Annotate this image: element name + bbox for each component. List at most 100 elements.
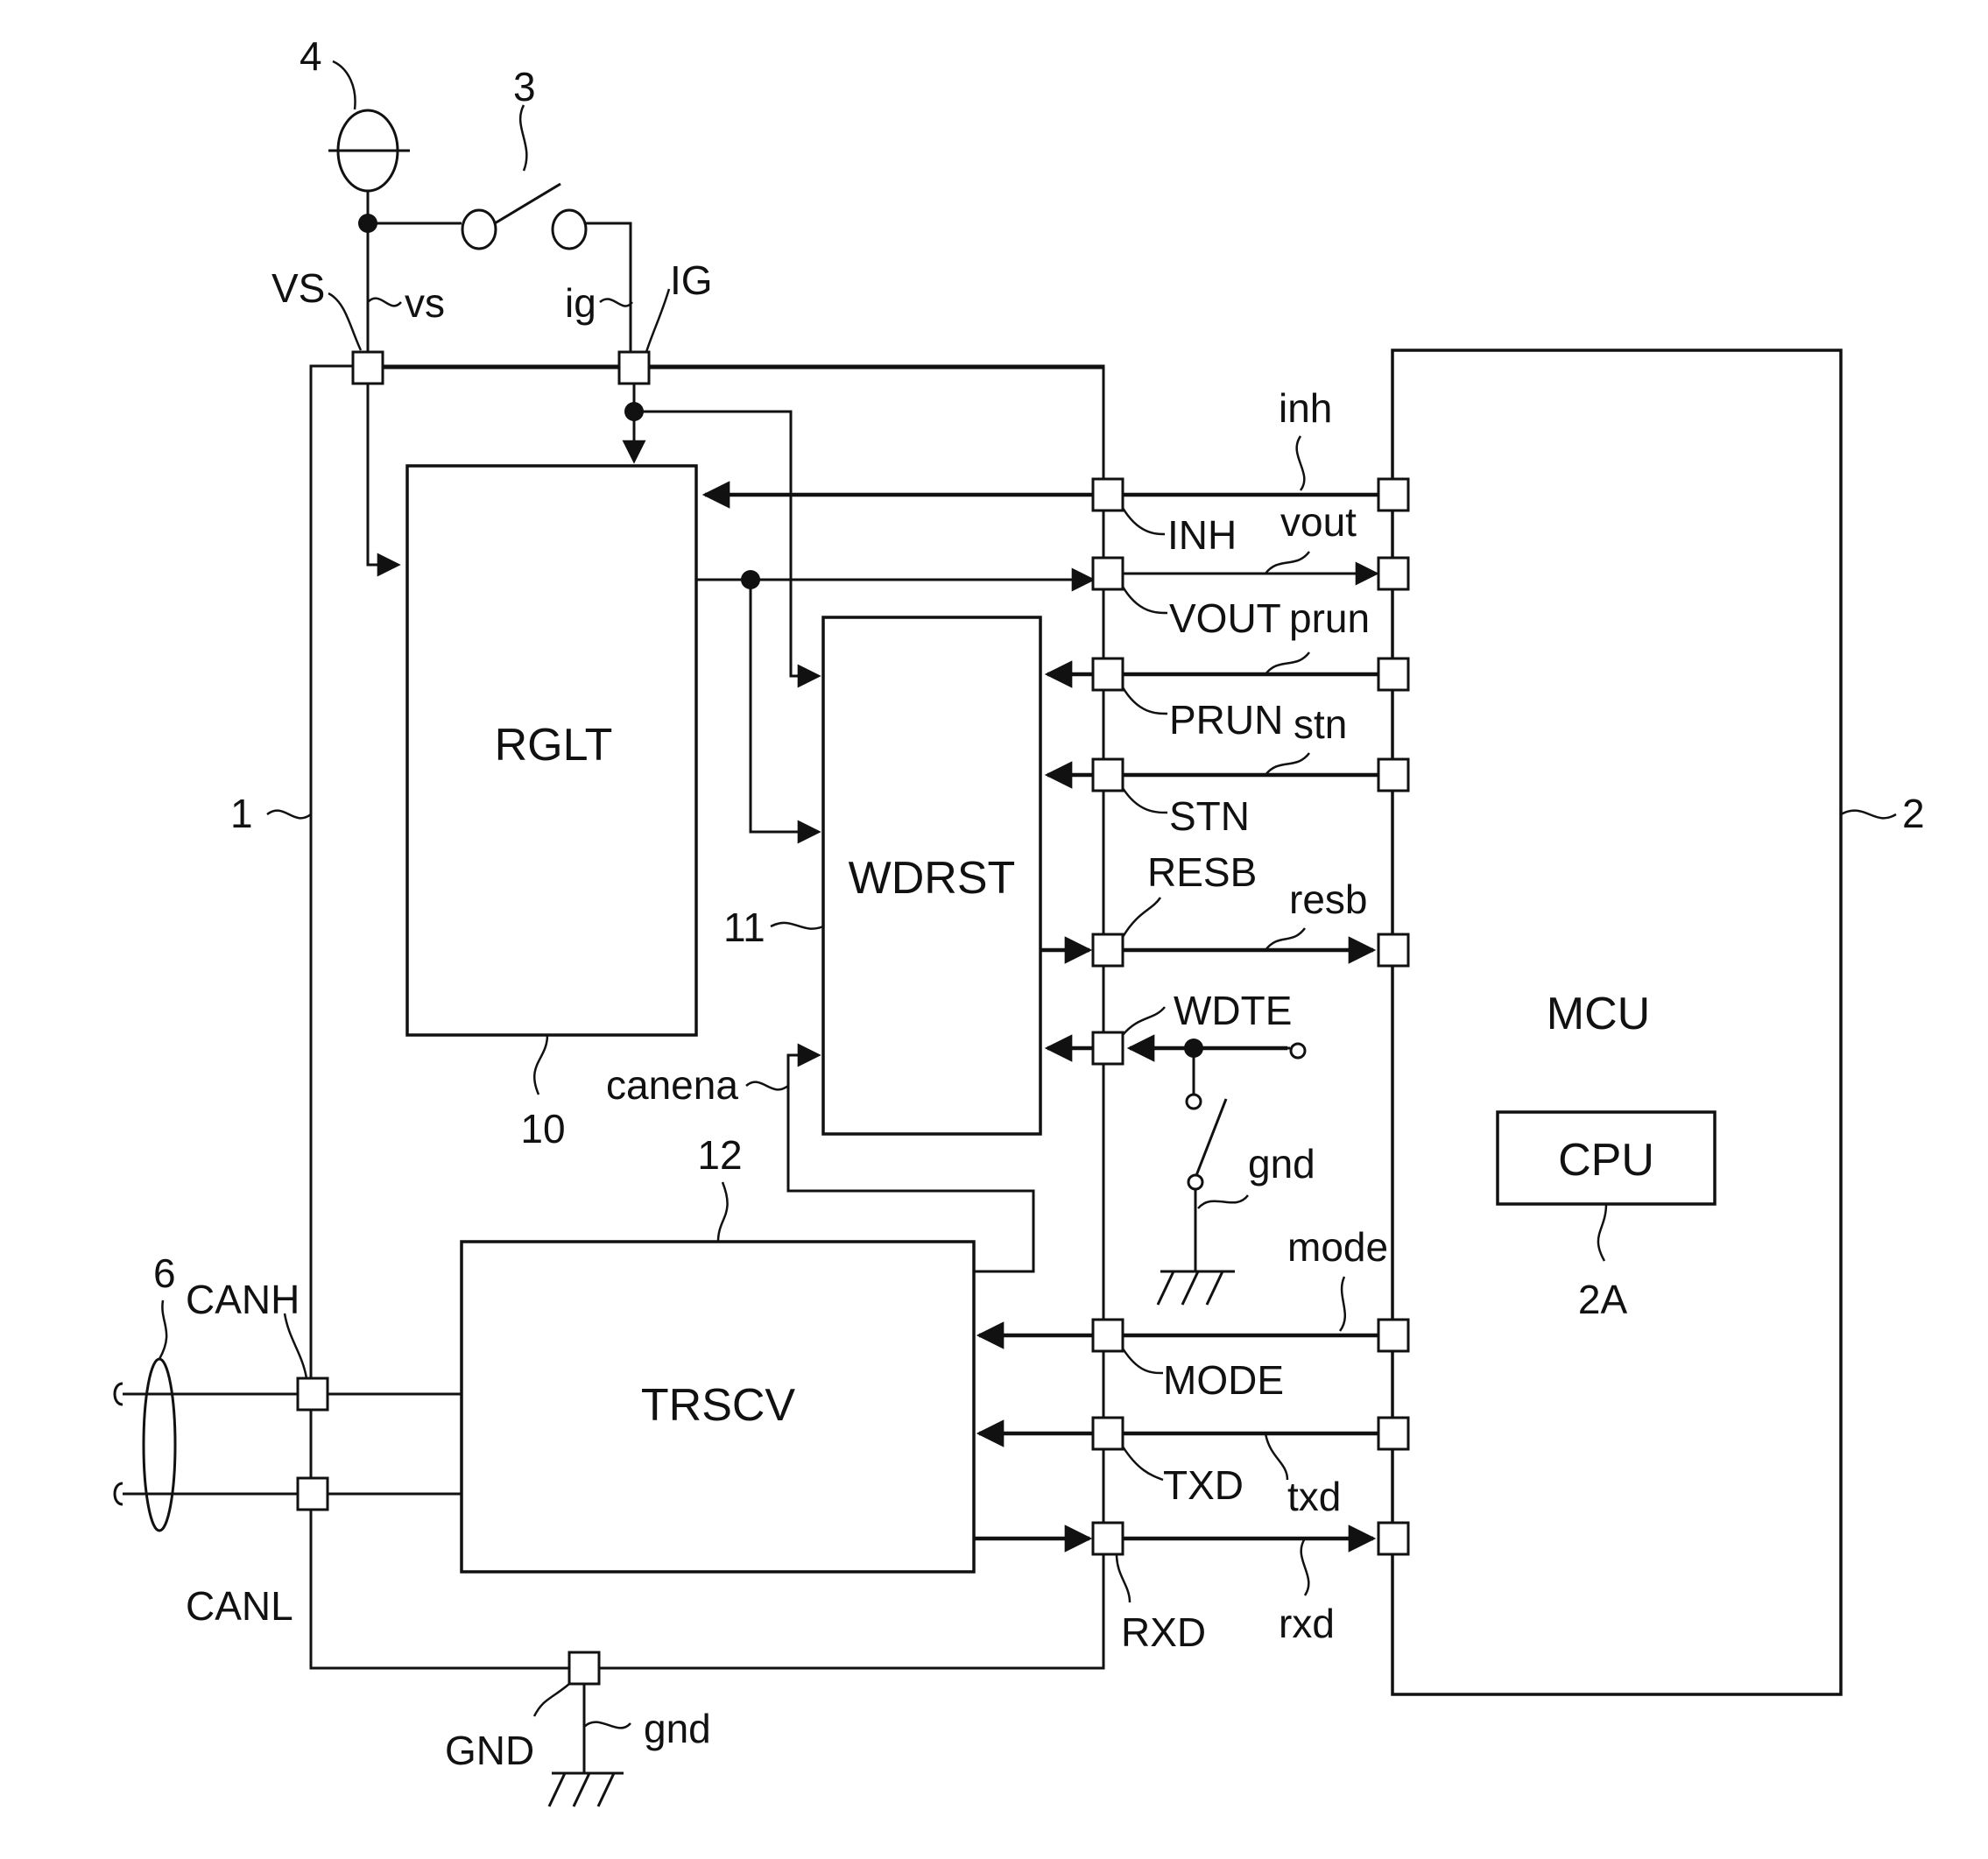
prun-mcu-terminal [1378,658,1408,690]
inh-pin-label: INH [1167,512,1237,558]
vout-mcu-terminal [1378,558,1408,589]
resb-pin-label: RESB [1147,849,1257,895]
prun-pin-label: PRUN [1169,697,1283,743]
mode-signal-leader [1340,1277,1345,1331]
inh-signal-label: inh [1279,385,1332,431]
canl-terminal [298,1478,328,1510]
rxd-chip-terminal [1093,1523,1123,1554]
ref-6-leader [159,1300,166,1359]
stn-leader [1123,788,1167,813]
gnd-terminal [569,1652,599,1684]
resb-signal-leader [1265,928,1305,950]
ref-1-label: 1 [230,791,253,836]
rxd-signal-leader [1301,1539,1309,1595]
stn-signal-leader [1265,753,1309,775]
mode-pin-label: MODE [1163,1357,1284,1403]
gnd-switch-signal-label: gnd [1248,1141,1315,1187]
ref-2-label: 2 [1902,791,1925,836]
ignition-switch [462,184,586,249]
wdte-leader [1123,1007,1165,1035]
vout-leader [1123,587,1167,613]
ref-2-leader [1841,811,1896,819]
vout-chip-terminal [1093,558,1123,589]
inh-signal-leader [1297,436,1305,490]
canl-pin-label: CANL [186,1583,293,1629]
txd-signal-leader [1265,1433,1287,1480]
vs-to-rglt-wire [368,384,398,565]
ref-11-label: 11 [723,905,765,950]
canh-terminal [298,1378,328,1410]
stn-chip-terminal [1093,759,1123,791]
vs-pin-leader [328,293,361,350]
vs-signal-label: vs [405,280,445,326]
gnd-leader [534,1684,569,1716]
canh-break [115,1384,123,1405]
ref-12-label: 12 [697,1132,742,1178]
ground-symbol-switch [1158,1271,1235,1305]
gnd-switch-leader [1198,1195,1248,1208]
ref-4-leader [333,61,356,109]
txd-chip-terminal [1093,1418,1123,1449]
txd-mcu-terminal [1378,1418,1408,1449]
mode-leader [1123,1348,1163,1373]
ref-3-label: 3 [513,64,536,109]
ref-1-leader [267,811,311,819]
rxd-signal-label: rxd [1279,1601,1335,1646]
wdte-open-terminal [1291,1044,1305,1058]
vs-terminal [353,352,383,384]
ref-3-leader [520,105,526,171]
wdrst-label: WDRST [849,853,1016,904]
resb-signal-label: resb [1289,877,1367,922]
canl-break [115,1483,123,1504]
mode-signal-label: mode [1287,1224,1388,1270]
gnd-switch-bottom-contact [1188,1175,1202,1189]
ref-12-leader [718,1182,728,1242]
ground-symbol-bottom [549,1773,624,1806]
canh-leader [285,1313,307,1378]
prun-leader [1123,687,1167,714]
resb-chip-terminal [1093,934,1123,966]
ref-11-leader [771,923,823,929]
prun-signal-leader [1265,652,1309,674]
mode-chip-terminal [1093,1320,1123,1351]
inh-chip-terminal [1093,479,1123,511]
ref-10-label: 10 [520,1106,565,1151]
ref-6-label: 6 [153,1250,176,1296]
ig-signal-label: ig [565,280,596,326]
gnd-switch-top-contact [1187,1095,1201,1109]
gnd-signal-label: gnd [644,1706,711,1751]
wdte-pin-label: WDTE [1174,988,1292,1033]
canena-label: canena [606,1062,738,1108]
rxd-pin-label: RXD [1121,1609,1206,1655]
mode-mcu-terminal [1378,1320,1408,1351]
resb-mcu-terminal [1378,934,1408,966]
ig-pin-leader [646,289,669,352]
resb-leader [1123,898,1160,937]
vs-signal-leader [368,299,401,306]
ig-pin-label: IG [670,257,713,303]
prun-chip-terminal [1093,658,1123,690]
ig-signal-leader [600,299,632,306]
txd-signal-label: txd [1287,1474,1341,1519]
ig-terminal [619,352,649,384]
canh-pin-label: CANH [186,1277,300,1322]
stn-pin-label: STN [1169,793,1250,839]
vout-to-wdrst-wire [751,580,819,832]
rglt-label: RGLT [495,720,613,771]
wdte-chip-terminal [1093,1032,1123,1064]
vout-signal-leader [1265,552,1309,574]
vs-pin-label: VS [271,265,325,311]
txd-pin-label: TXD [1163,1462,1244,1508]
vout-pin-label: VOUT [1169,595,1281,641]
cpu-label: CPU [1558,1135,1654,1186]
can-pair-loop [144,1359,175,1531]
prun-signal-label: prun [1289,595,1370,641]
stn-mcu-terminal [1378,759,1408,791]
canena-leader [746,1082,788,1090]
trscv-label: TRSCV [641,1380,796,1431]
inh-mcu-terminal [1378,479,1408,511]
ref-10-leader [534,1035,547,1095]
ref-4-label: 4 [300,33,322,79]
rxd-mcu-terminal [1378,1523,1408,1554]
